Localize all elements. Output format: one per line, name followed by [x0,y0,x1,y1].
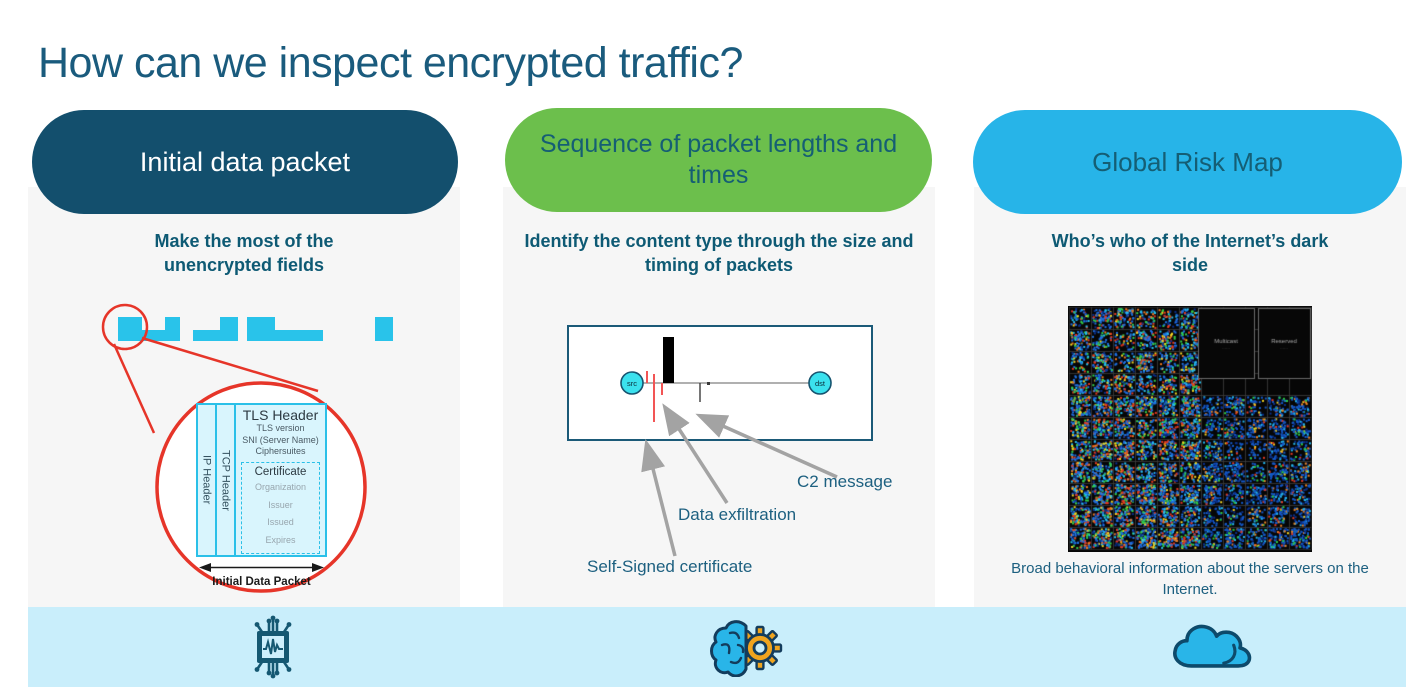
pill-initial-data-packet: Initial data packet [32,110,458,214]
timeline-figure: src dst C2 message Data exfiltration Sel… [503,300,935,607]
packet-structure-diagram: IP Header TCP Header TLS Header TLS vers… [196,403,327,557]
src-label: src [627,379,637,388]
annotation-c2-message: C2 message [797,472,893,491]
pill-sequence-of-packet-lengths: Sequence of packet lengths and times [505,108,932,212]
axis-label: Initial Data Packet [212,576,311,588]
initial-data-packet-axis: Initial Data Packet [196,559,327,588]
pill-global-risk-map: Global Risk Map [973,110,1402,214]
cloud-icon [1173,624,1252,668]
footer-bar [28,607,1406,687]
column-global-risk-map: Who’s who of the Internet’s dark side Br… [974,187,1406,607]
certificate-box: Certificate Organization Issuer Issued E… [241,462,320,555]
packet-figure: IP Header TCP Header TLS Header TLS vers… [28,300,460,607]
ip-header-cell: IP Header [198,405,217,555]
risk-map-figure: Broad behavioral information about the s… [974,300,1406,607]
column-sequence-of-packets: Identify the content type through the si… [503,187,935,607]
column1-subtitle: Make the most of the unencrypted fields [154,231,334,276]
column3-subtitle: Who’s who of the Internet’s dark side [1051,231,1329,276]
dst-label: dst [815,379,826,388]
annotation-data-exfiltration: Data exfiltration [678,505,797,524]
tls-header-title: TLS Header [242,407,319,423]
annotation-self-signed-certificate: Self-Signed certificate [587,557,753,576]
column2-subtitle: Identify the content type through the si… [524,231,914,276]
packet-length-waveform [118,316,393,341]
slide-title: How can we inspect encrypted traffic? [38,38,743,87]
risk-treemap [1068,306,1312,552]
tls-header-cell: TLS Header TLS version SNI (Server Name)… [236,405,325,555]
risk-map-caption: Broad behavioral information about the s… [1011,560,1369,598]
tcp-header-cell: TCP Header [217,405,236,555]
double-arrow-icon [199,563,324,572]
packet-timeline-graphic: src dst [620,337,838,557]
brain-gear-icon [710,620,783,677]
chip-waveform-icon [254,615,292,679]
column-initial-data-packet: Make the most of the unencrypted fields … [28,187,460,607]
